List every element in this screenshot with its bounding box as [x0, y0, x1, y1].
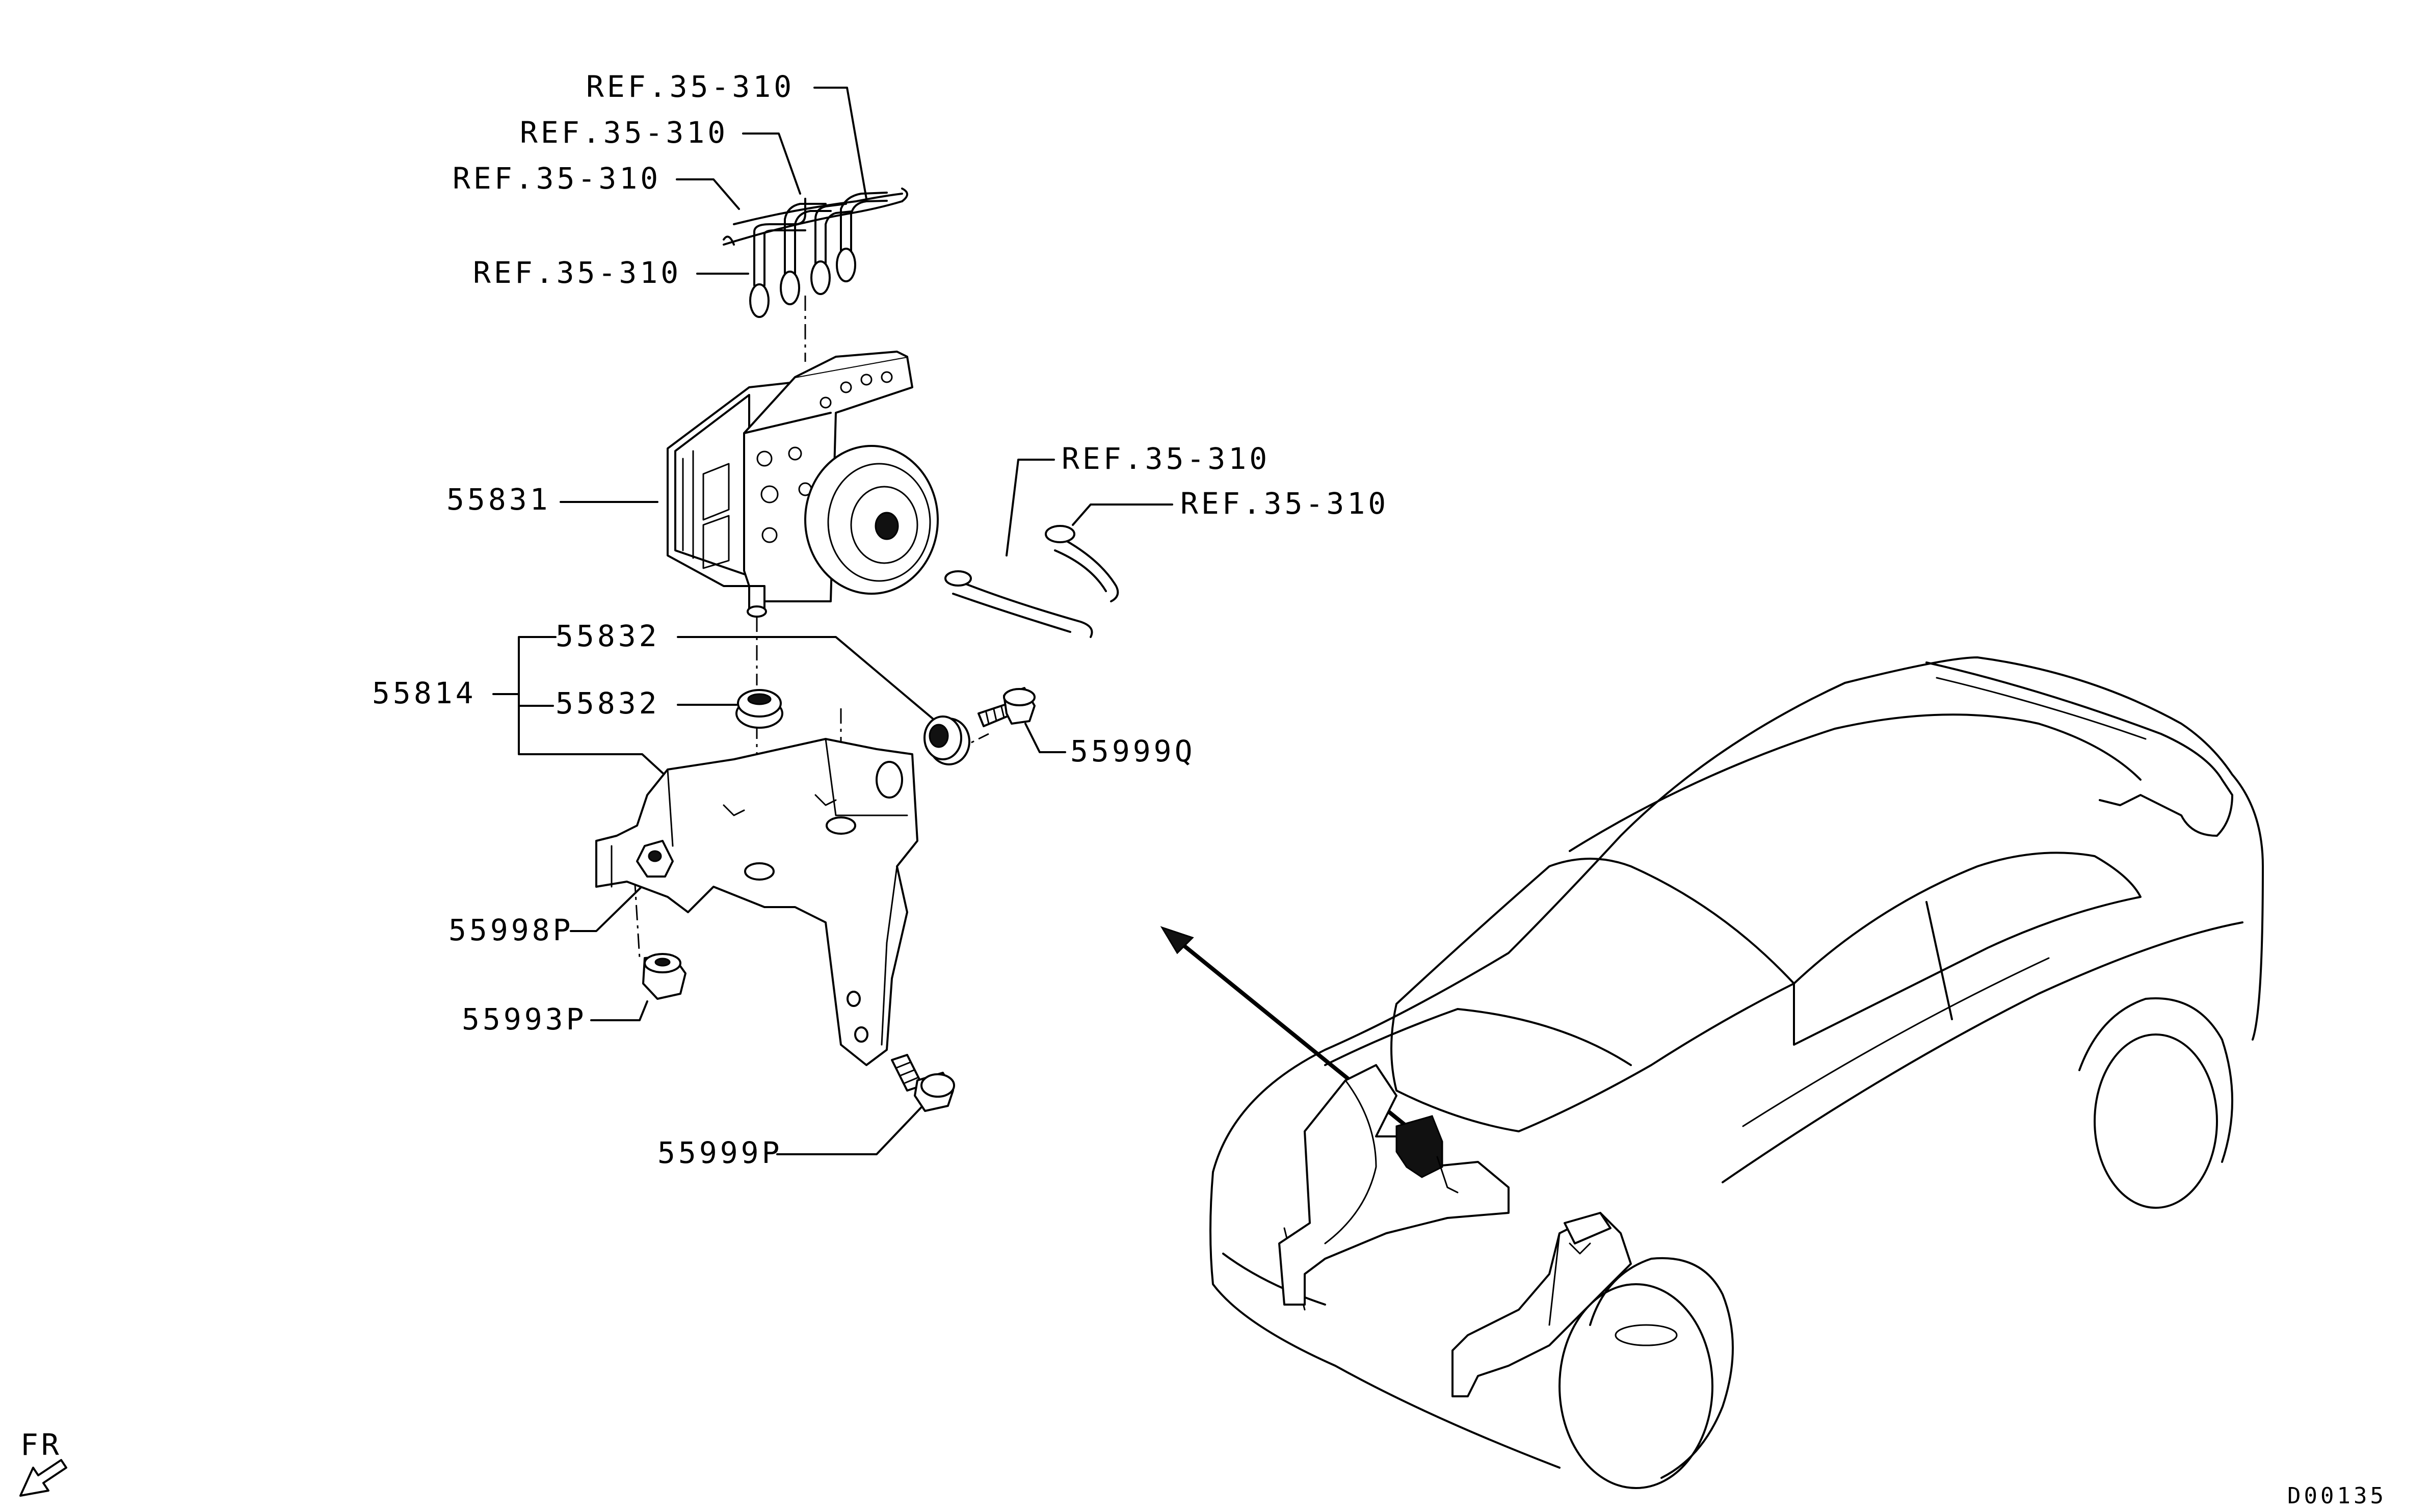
label-55999q[interactable]: 55999Q [1070, 734, 1196, 768]
label-55832-upper[interactable]: 55832 [556, 619, 660, 653]
label-ref-1[interactable]: REF.35-310 [586, 69, 795, 104]
label-55998p[interactable]: 55998P [448, 913, 574, 947]
label-55999p[interactable]: 55999P [657, 1135, 783, 1170]
front-marker-label: FR [20, 1427, 62, 1462]
brake-pipes-top [723, 188, 908, 318]
nut-55998p[interactable] [636, 840, 674, 878]
bolt-55999q[interactable] [978, 687, 1036, 727]
label-ref-5[interactable]: REF.35-310 [1062, 441, 1270, 476]
label-55993p[interactable]: 55993P [462, 1002, 587, 1037]
label-55814[interactable]: 55814 [372, 676, 477, 710]
bushing-55832-lower[interactable] [735, 689, 783, 729]
abs-modulator-unit[interactable] [667, 351, 939, 618]
brake-pipes-side [944, 525, 1119, 638]
label-55832-lower[interactable]: 55832 [556, 686, 660, 721]
label-55831[interactable]: 55831 [446, 482, 551, 517]
front-arrow-icon [19, 1459, 67, 1497]
vehicle-outline [1209, 656, 2264, 1489]
label-ref-3[interactable]: REF.35-310 [453, 161, 661, 196]
leader-lines [492, 87, 1173, 1155]
label-ref-2[interactable]: REF.35-310 [520, 115, 728, 150]
nut-55993p[interactable] [642, 953, 686, 1000]
diagram-code: D00135 [2287, 1483, 2387, 1509]
bracket-55814[interactable] [595, 738, 918, 1066]
bushing-55832-upper[interactable] [923, 715, 970, 765]
label-ref-4[interactable]: REF.35-310 [473, 255, 681, 290]
label-ref-6[interactable]: REF.35-310 [1180, 486, 1389, 521]
bolt-55999p[interactable] [891, 1054, 955, 1112]
